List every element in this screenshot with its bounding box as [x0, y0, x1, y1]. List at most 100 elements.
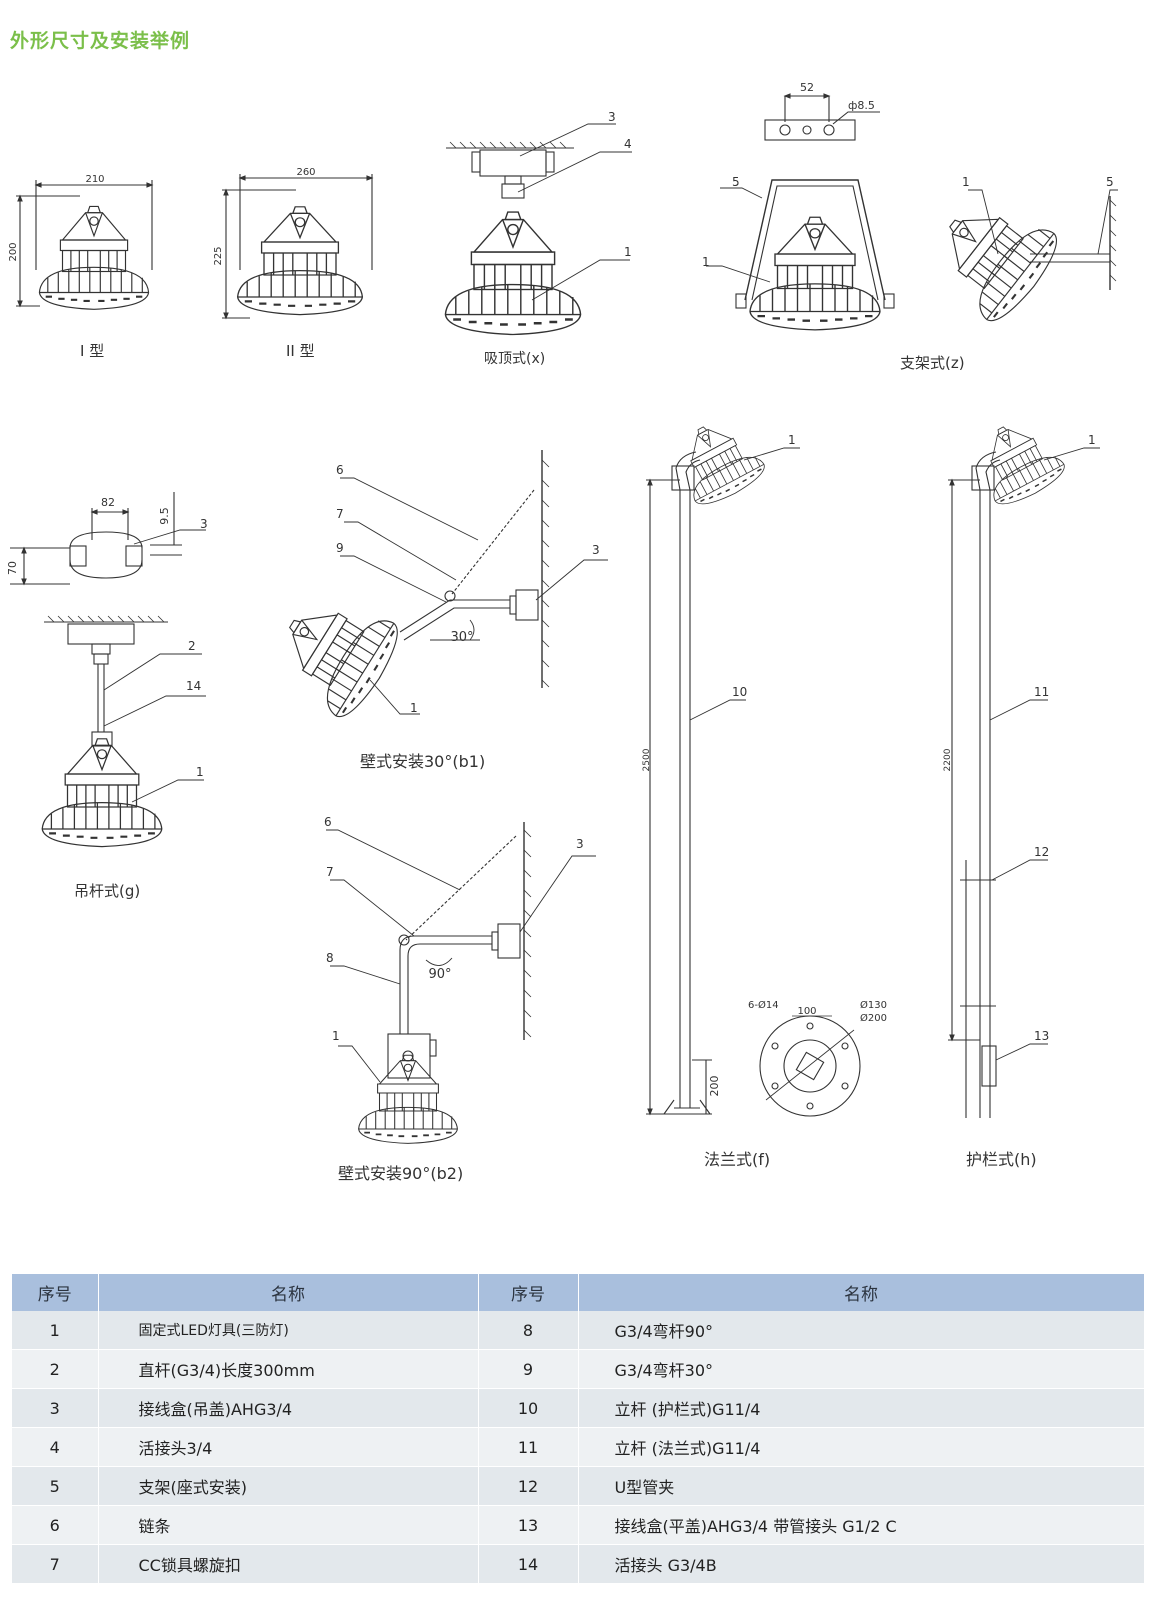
svg-text:1: 1: [962, 175, 970, 189]
lamp-guardrail-pole: [948, 409, 1071, 1118]
cell-seq: 11: [478, 1427, 579, 1467]
dim-260: 260: [296, 167, 315, 178]
svg-text:1: 1: [702, 255, 710, 269]
cell-seq: 13: [478, 1505, 579, 1545]
lamp-bracket-tilted: [917, 179, 1117, 331]
svg-text:11: 11: [1034, 685, 1049, 699]
lamp-wall-90: [357, 822, 532, 1145]
dim-82: 82: [101, 496, 115, 509]
lamp-pendant: [10, 492, 182, 848]
dim-130: Ø130: [860, 999, 887, 1011]
cell-seq: 12: [478, 1466, 579, 1506]
caption-bracket: 支架式(z): [900, 354, 965, 372]
svg-text:3: 3: [592, 543, 600, 557]
cell-name: 立杆 (法兰式)G11/4: [578, 1427, 1145, 1467]
svg-text:8: 8: [326, 951, 334, 965]
svg-text:10: 10: [732, 685, 747, 699]
dim-2500: 2500: [642, 748, 652, 771]
svg-text:14: 14: [186, 679, 201, 693]
cell-name: 活接头 G3/4B: [578, 1544, 1145, 1584]
caption-ceiling: 吸顶式(x): [484, 351, 546, 367]
installation-drawing: 210 200 260 225 52 ф8.5: [6, 81, 1118, 1145]
svg-text:1: 1: [196, 765, 204, 779]
table-row: 6 链条 13 接线盒(平盖)AHG3/4 带管接头 G1/2 C: [12, 1505, 1145, 1545]
svg-text:1: 1: [624, 245, 632, 259]
header-name-1: 名称: [98, 1274, 479, 1311]
svg-text:2: 2: [188, 639, 196, 653]
cell-name: 支架(座式安装): [98, 1466, 479, 1506]
header-name-2: 名称: [578, 1274, 1145, 1311]
dim-225: 225: [213, 246, 224, 265]
callout-leaders: [103, 123, 1118, 1083]
cell-seq: 10: [478, 1388, 579, 1428]
svg-text:1: 1: [1088, 433, 1096, 447]
lamp-bracket: [735, 93, 895, 332]
table-row: 7 CC锁具螺旋扣 14 活接头 G3/4B: [12, 1544, 1145, 1584]
cell-seq: 4: [12, 1427, 99, 1467]
cell-seq: 8: [478, 1311, 579, 1350]
table-row: 1 固定式LED灯具(三防灯) 8 G3/4弯杆90°: [12, 1311, 1145, 1350]
cell-name: 直杆(G3/4)长度300mm: [98, 1349, 479, 1389]
dim-2200: 2200: [943, 748, 953, 771]
svg-text:7: 7: [326, 865, 334, 879]
table-row: 2 直杆(G3/4)长度300mm 9 G3/4弯杆30°: [12, 1349, 1145, 1389]
cell-name: 接线盒(平盖)AHG3/4 带管接头 G1/2 C: [578, 1505, 1145, 1545]
table-row: 3 接线盒(吊盖)AHG3/4 10 立杆 (护栏式)G11/4: [12, 1388, 1145, 1428]
cell-name: G3/4弯杆90°: [578, 1311, 1145, 1350]
dim-70: 70: [6, 561, 19, 575]
table-header-row: 序号 名称 序号 名称: [12, 1274, 1145, 1311]
svg-text:4: 4: [624, 137, 632, 151]
parts-table: 序号 名称 序号 名称 1 固定式LED灯具(三防灯) 8 G3/4弯杆90° …: [12, 1274, 1145, 1584]
flange-plate: [759, 1015, 861, 1117]
svg-text:5: 5: [732, 175, 740, 189]
lamp-type2: [222, 174, 374, 320]
svg-text:7: 7: [336, 507, 344, 521]
svg-text:3: 3: [200, 517, 208, 531]
caption-rail: 护栏式(h): [966, 1150, 1037, 1169]
cell-seq: 7: [12, 1544, 99, 1584]
section-title: 外形尺寸及安装举例: [10, 30, 191, 52]
cell-name: G3/4弯杆30°: [578, 1349, 1145, 1389]
cell-name: 活接头3/4: [98, 1427, 479, 1467]
cell-seq: 1: [12, 1311, 99, 1350]
dim-200-plate: Ø200: [860, 1012, 887, 1024]
dim-100: 100: [797, 1006, 816, 1017]
dim-52: 52: [800, 81, 814, 94]
dim-200-flange: 200: [708, 1076, 721, 1097]
cell-name: 固定式LED灯具(三防灯): [98, 1311, 479, 1350]
callout-numbers: 3 4 1 5 1 1 5 3 2 14 1 6 7 9 3 1 6 7 8 3…: [186, 110, 1114, 1043]
cell-name: CC锁具螺旋扣: [98, 1544, 479, 1584]
cell-seq: 6: [12, 1505, 99, 1545]
cell-seq: 9: [478, 1349, 579, 1389]
caption-type1: I 型: [80, 342, 105, 360]
lamp-flange-pole: [646, 409, 771, 1116]
cell-name: U型管夹: [578, 1466, 1145, 1506]
table-row: 4 活接头3/4 11 立杆 (法兰式)G11/4: [12, 1427, 1145, 1467]
cell-name: 立杆 (护栏式)G11/4: [578, 1388, 1145, 1428]
cell-seq: 2: [12, 1349, 99, 1389]
svg-text:3: 3: [576, 837, 584, 851]
svg-text:1: 1: [410, 701, 418, 715]
svg-text:12: 12: [1034, 845, 1049, 859]
cell-seq: 5: [12, 1466, 99, 1506]
dim-90deg: 90°: [428, 967, 451, 982]
caption-wall30: 壁式安装30°(b1): [360, 752, 486, 771]
cell-name: 接线盒(吊盖)AHG3/4: [98, 1388, 479, 1428]
caption-flange: 法兰式(f): [704, 1150, 771, 1169]
svg-text:6: 6: [336, 463, 344, 477]
dim-8-5: ф8.5: [848, 99, 875, 112]
dim-200: 200: [8, 242, 19, 261]
svg-text:13: 13: [1034, 1029, 1049, 1043]
dim-9-5: 9.5: [158, 507, 171, 525]
cell-name: 链条: [98, 1505, 479, 1545]
svg-text:6: 6: [324, 815, 332, 829]
svg-text:9: 9: [336, 541, 344, 555]
header-seq-1: 序号: [12, 1274, 99, 1311]
caption-wall90: 壁式安装90°(b2): [338, 1164, 464, 1183]
caption-pendant: 吊杆式(g): [74, 882, 141, 900]
cell-seq: 14: [478, 1544, 579, 1584]
svg-text:5: 5: [1106, 175, 1114, 189]
caption-type2: II 型: [286, 342, 315, 360]
dim-30deg: 30°: [450, 630, 473, 645]
dim-210: 210: [85, 174, 104, 185]
